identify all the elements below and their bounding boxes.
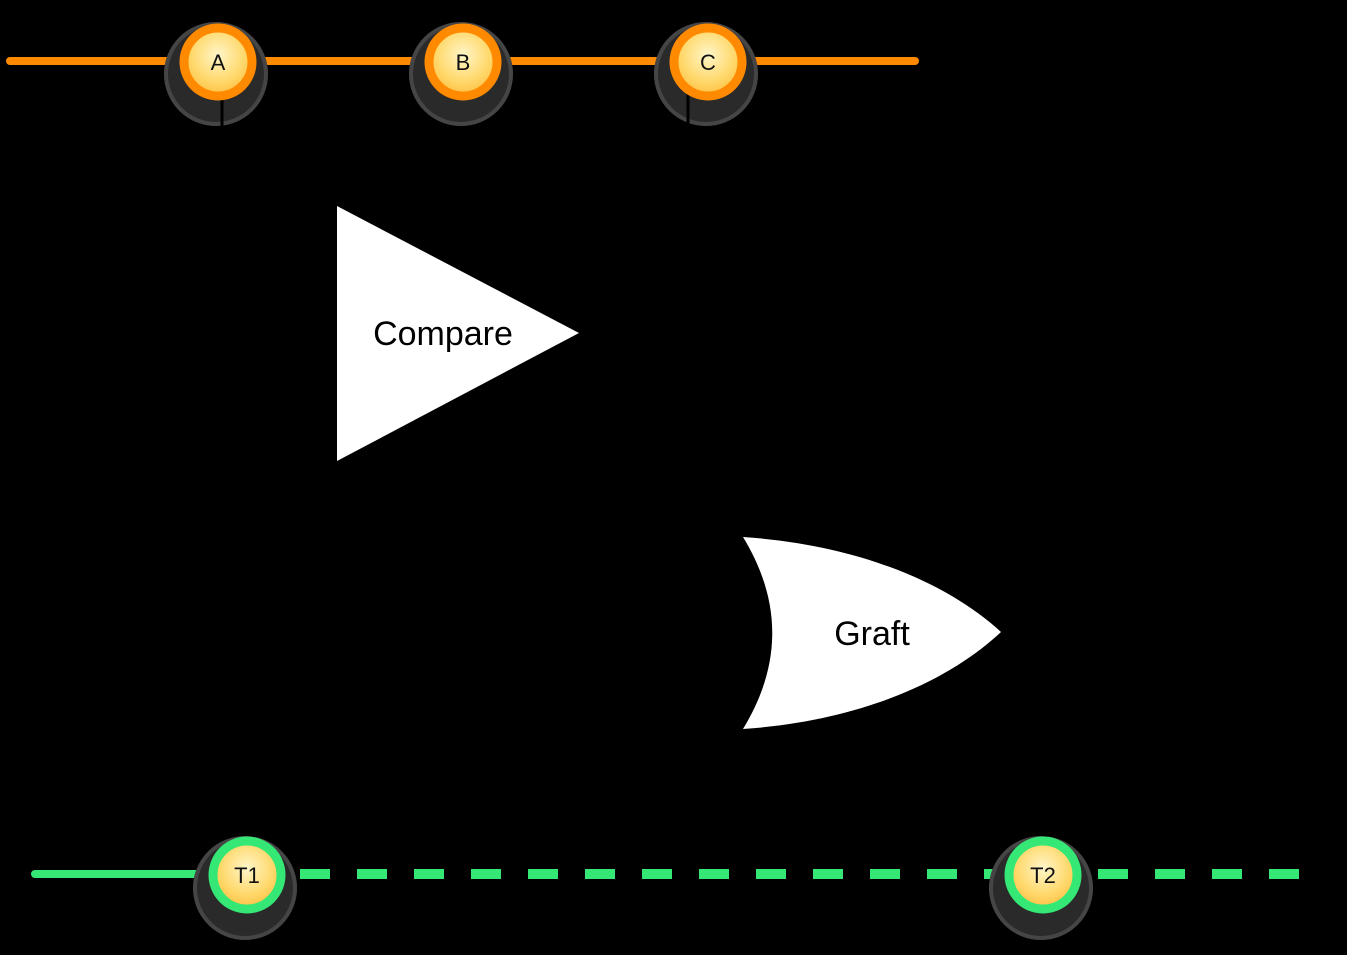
- node-T2-circle: [1004, 836, 1082, 914]
- node-C-circle: [669, 23, 747, 101]
- node-T2-label: T2: [1030, 863, 1056, 888]
- node-T2: T2: [989, 826, 1093, 940]
- node-T1-circle: [208, 836, 286, 914]
- node-B-label: B: [456, 50, 471, 75]
- node-C-label: C: [700, 50, 716, 75]
- node-T1-label: T1: [234, 863, 260, 888]
- graft-label: Graft: [834, 615, 910, 653]
- node-T1: T1: [193, 836, 297, 940]
- node-A-label: A: [211, 50, 226, 75]
- graft-shape: [743, 537, 1001, 729]
- node-B-circle: [424, 23, 502, 101]
- node-B: B: [409, 22, 513, 126]
- compare-arrow-shape: [337, 206, 579, 461]
- node-A-circle: [179, 23, 257, 101]
- compare-operation: Compare: [337, 206, 579, 461]
- node-C: C: [654, 22, 758, 130]
- compare-label: Compare: [373, 315, 513, 353]
- node-A: A: [164, 22, 268, 137]
- graft-operation: Graft: [743, 537, 1001, 729]
